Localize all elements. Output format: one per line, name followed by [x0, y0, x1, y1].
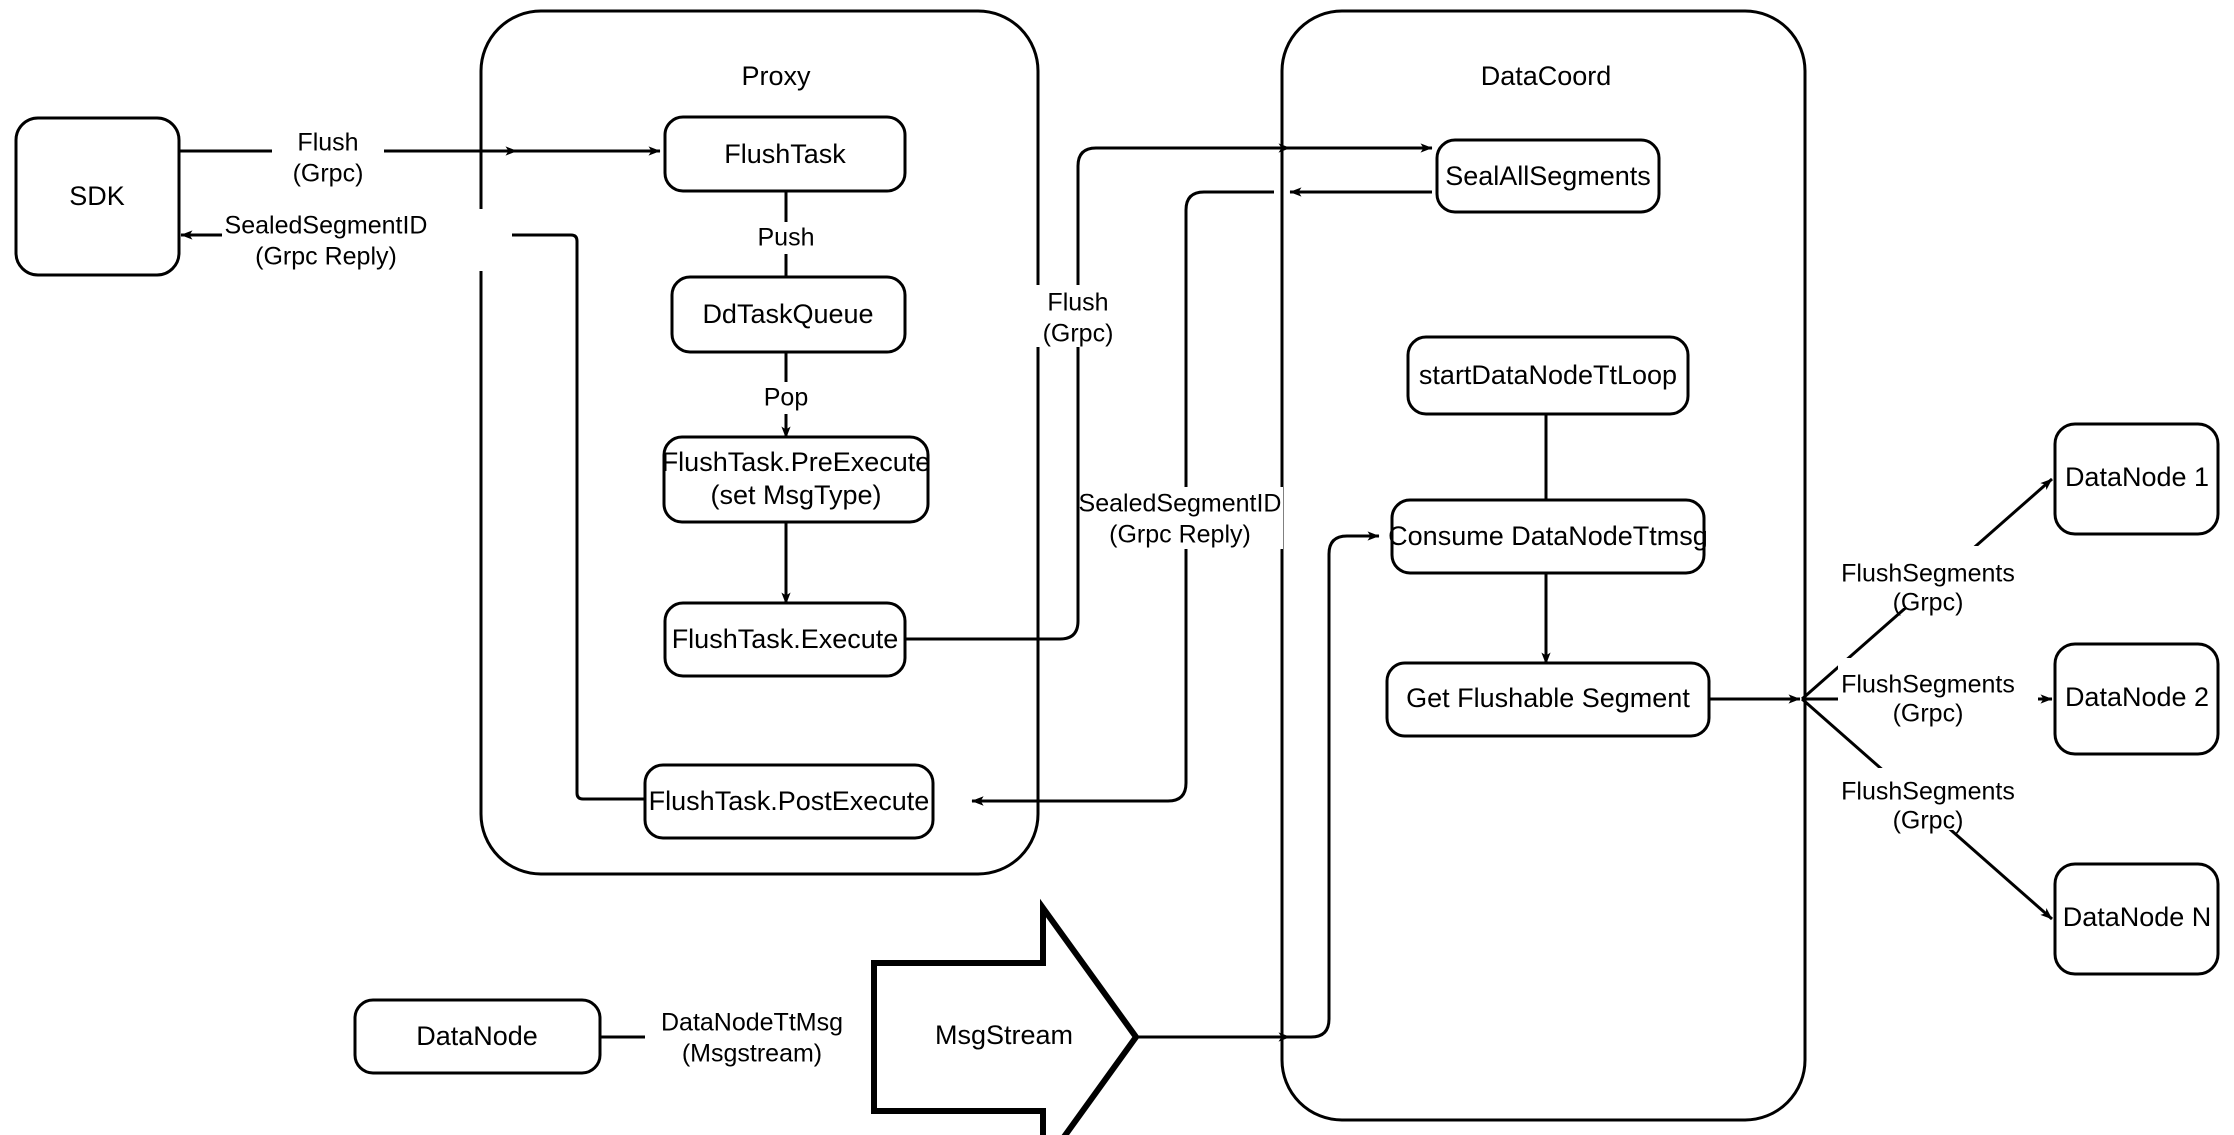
datanode-n-label: DataNode N	[2063, 902, 2212, 932]
msgstream-arrow-shape[interactable]	[871, 898, 1140, 1135]
get-flushable-segment-label: Get Flushable Segment	[1406, 683, 1690, 713]
node-flush-task-preexecute[interactable]: FlushTask.PreExecute (set MsgType)	[662, 435, 931, 524]
container-proxy: Proxy	[479, 9, 1040, 876]
flush-task-execute-label: FlushTask.Execute	[672, 624, 899, 654]
proxy-container-border	[479, 9, 1040, 876]
label-sealedsegmentid-sdk: SealedSegmentID (Grpc Reply)	[222, 209, 512, 271]
flush-task-preexecute-box[interactable]	[662, 435, 930, 524]
flushsegments-2-label-line1: FlushSegments	[1841, 671, 2015, 699]
label-flush-grpc-sdk: Flush (Grpc)	[272, 126, 384, 188]
datanode-1-box[interactable]	[2053, 422, 2220, 536]
datanode-1-label: DataNode 1	[2065, 462, 2209, 492]
push-label: Push	[758, 224, 815, 252]
edge-execute-to-datacoord-flush	[906, 143, 1291, 641]
start-datanode-tt-loop-box[interactable]	[1406, 335, 1690, 416]
label-flush-grpc-mid: Flush (Grpc)	[1022, 285, 1134, 348]
flush-grpc-label-line2: (Grpc)	[293, 160, 364, 188]
node-start-datanode-tt-loop[interactable]: startDataNodeTtLoop	[1406, 335, 1690, 416]
flush-task-execute-box[interactable]	[663, 601, 907, 678]
node-datanode-2[interactable]: DataNode 2	[2053, 642, 2220, 756]
node-flush-task[interactable]: FlushTask	[663, 115, 907, 193]
label-datanode-ttmsg: DataNodeTtMsg (Msgstream)	[645, 1006, 867, 1068]
flushsegments-n-label-line1: FlushSegments	[1841, 778, 2015, 806]
datanode-n-box[interactable]	[2053, 862, 2220, 976]
flushsegments-1-label-line1: FlushSegments	[1841, 560, 2015, 588]
node-datanode-1[interactable]: DataNode 1	[2053, 422, 2220, 536]
label-flushsegments-1: FlushSegments (Grpc)	[1838, 546, 2038, 617]
consume-datanode-ttmsg-box[interactable]	[1390, 498, 1706, 575]
container-datacoord: DataCoord	[1280, 9, 1807, 1122]
consume-datanode-ttmsg-label: Consume DataNodeTtmsg	[1388, 521, 1708, 551]
node-msgstream[interactable]: MsgStream	[871, 898, 1140, 1135]
label-push: Push	[748, 222, 824, 254]
datanode-source-box[interactable]	[353, 998, 602, 1075]
flush-task-preexecute-label-line1: FlushTask.PreExecute	[662, 447, 931, 477]
label-flushsegments-n: FlushSegments (Grpc)	[1838, 768, 2038, 835]
dd-task-queue-box[interactable]	[670, 275, 907, 354]
datacoord-container-title: DataCoord	[1481, 61, 1612, 91]
datanode-2-label: DataNode 2	[2065, 682, 2209, 712]
flush-task-postexecute-label: FlushTask.PostExecute	[649, 786, 930, 816]
node-datanode-source[interactable]: DataNode	[353, 998, 602, 1075]
node-datanode-n[interactable]: DataNode N	[2053, 862, 2220, 976]
label-flushsegments-2: FlushSegments (Grpc)	[1838, 658, 2038, 728]
node-flush-task-execute[interactable]: FlushTask.Execute	[663, 601, 907, 678]
msgstream-label: MsgStream	[935, 1020, 1073, 1050]
node-dd-task-queue[interactable]: DdTaskQueue	[670, 275, 907, 354]
node-flush-task-postexecute[interactable]: FlushTask.PostExecute	[643, 763, 935, 840]
start-datanode-tt-loop-label: startDataNodeTtLoop	[1419, 360, 1677, 390]
node-get-flushable-segment[interactable]: Get Flushable Segment	[1385, 661, 1711, 738]
sdk-box[interactable]	[14, 116, 181, 277]
edge-datacoord-internal-to-consume	[1289, 531, 1380, 1039]
sealedsegmentid-label-line2: (Grpc Reply)	[255, 243, 397, 271]
flushsegments-1-label-line2: (Grpc)	[1893, 589, 1964, 617]
flush-task-preexecute-label-line2: (set MsgType)	[710, 480, 881, 510]
seal-all-segments-label: SealAllSegments	[1445, 161, 1651, 191]
sealedsegmentid-mid-label-line2: (Grpc Reply)	[1109, 521, 1251, 549]
datacoord-container-border	[1280, 9, 1807, 1122]
sealedsegmentid-mid-label-line1: SealedSegmentID	[1079, 490, 1282, 518]
flushsegments-n-label-line2: (Grpc)	[1893, 807, 1964, 835]
flush-task-box[interactable]	[663, 115, 907, 193]
node-consume-datanode-ttmsg[interactable]: Consume DataNodeTtmsg	[1388, 498, 1708, 575]
dd-task-queue-label: DdTaskQueue	[702, 299, 873, 329]
sdk-label: SDK	[69, 181, 125, 211]
label-sealedsegmentid-mid: SealedSegmentID (Grpc Reply)	[1079, 487, 1283, 549]
seal-all-segments-box[interactable]	[1435, 138, 1661, 214]
flush-task-postexecute-box[interactable]	[643, 763, 935, 840]
node-sdk[interactable]: SDK	[14, 116, 181, 277]
datanode-ttmsg-label-line1: DataNodeTtMsg	[661, 1009, 843, 1037]
get-flushable-segment-box[interactable]	[1385, 661, 1711, 738]
pop-label: Pop	[764, 384, 808, 412]
label-pop: Pop	[752, 382, 820, 414]
datanode-source-label: DataNode	[416, 1021, 538, 1051]
datanode-2-box[interactable]	[2053, 642, 2220, 756]
flush-task-label: FlushTask	[724, 139, 846, 169]
edge-proxy-to-sdk-sealedsegmentid	[180, 230, 644, 801]
datanode-ttmsg-label-line2: (Msgstream)	[682, 1040, 822, 1068]
node-seal-all-segments[interactable]: SealAllSegments	[1435, 138, 1661, 214]
sealedsegmentid-label-line1: SealedSegmentID	[225, 212, 428, 240]
flush-grpc-mid-label-line1: Flush	[1047, 289, 1108, 317]
proxy-container-title: Proxy	[741, 61, 811, 91]
flush-grpc-mid-label-line2: (Grpc)	[1043, 320, 1114, 348]
flushsegments-2-label-line2: (Grpc)	[1893, 700, 1964, 728]
flush-grpc-label-line1: Flush	[297, 129, 358, 157]
